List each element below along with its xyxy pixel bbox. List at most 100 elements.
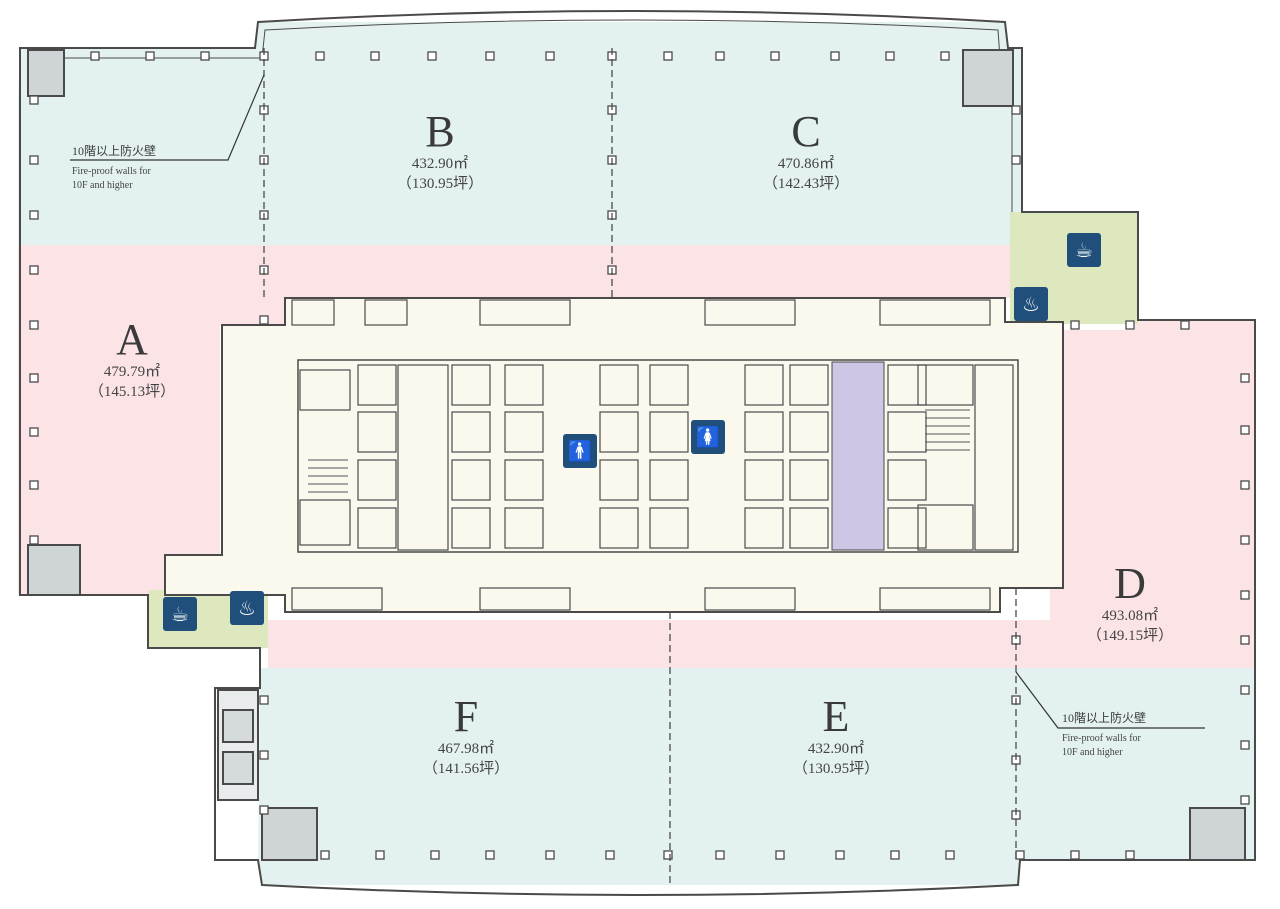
core-cell xyxy=(649,507,689,549)
leader-bottom xyxy=(1015,671,1205,729)
unit-b-label: B 432.90㎡ （130.95坪） xyxy=(370,110,510,194)
core-cell xyxy=(599,459,639,501)
perimeter-column xyxy=(1240,685,1250,695)
perimeter-column xyxy=(1125,320,1135,330)
perimeter-column xyxy=(29,155,39,165)
perimeter-column xyxy=(29,480,39,490)
unit-b-id: B xyxy=(425,107,455,156)
perimeter-column xyxy=(1070,850,1080,860)
unit-a-tsubo: （145.13坪） xyxy=(88,384,176,400)
partitions xyxy=(263,48,1017,885)
core xyxy=(164,297,1064,613)
perimeter-column xyxy=(1240,425,1250,435)
core-cell xyxy=(649,364,689,406)
unit-f-id: F xyxy=(453,692,479,741)
perimeter-column xyxy=(259,695,269,705)
perimeter-column xyxy=(1011,105,1021,115)
unit-b-area: 432.90㎡ xyxy=(411,156,469,172)
unit-e-label: E 432.90㎡ （130.95坪） xyxy=(766,695,906,779)
perimeter-column xyxy=(1240,373,1250,383)
zone-d-pink xyxy=(268,320,1255,668)
unit-c-area: 470.86㎡ xyxy=(777,156,835,172)
perimeter-column xyxy=(29,265,39,275)
kitchenette-icon: ☕ xyxy=(1067,233,1101,267)
core-cell xyxy=(397,364,449,551)
elevator-shaft xyxy=(831,361,885,551)
perimeter-column xyxy=(1011,155,1021,165)
core-cell xyxy=(974,364,1014,551)
perimeter-column xyxy=(830,51,840,61)
core-cell xyxy=(744,459,784,501)
unit-a-id: A xyxy=(116,315,148,364)
unit-f-label: F 467.98㎡ （141.56坪） xyxy=(396,695,536,779)
core-cell xyxy=(649,411,689,453)
perimeter-column xyxy=(835,850,845,860)
firewall-note-bottom-en-1: Fire-proof walls for xyxy=(1062,733,1141,744)
core-cell xyxy=(504,459,544,501)
core-cell xyxy=(479,299,571,326)
core-cell xyxy=(299,499,351,546)
unit-e-id: E xyxy=(822,692,850,741)
core-cell xyxy=(291,299,335,326)
corner-column-tl xyxy=(27,49,65,97)
core-cell xyxy=(704,299,796,326)
core-cell xyxy=(744,507,784,549)
building-outline-inner xyxy=(29,19,1013,212)
core-cell xyxy=(887,459,927,501)
unit-d-area: 493.08㎡ xyxy=(1101,608,1159,624)
zone-a-pink xyxy=(18,245,1022,595)
core-cell xyxy=(479,587,571,611)
perimeter-column xyxy=(1240,535,1250,545)
stair-left xyxy=(308,459,348,493)
building-outline xyxy=(19,10,1256,896)
perimeter-column xyxy=(885,51,895,61)
unit-e-area: 432.90㎡ xyxy=(807,741,865,757)
restroom-female-icon: 🚺 xyxy=(691,420,725,454)
core-cell xyxy=(879,299,991,326)
core-cell xyxy=(451,507,491,549)
core-cell xyxy=(357,459,397,501)
core-cell xyxy=(744,364,784,406)
firewall-note-bottom: 10階以上防火壁 Fire-proof walls for 10F and hi… xyxy=(1062,710,1232,760)
perimeter-column xyxy=(259,750,269,760)
smoking-room-icon-bottom: ♨ xyxy=(230,591,264,625)
core-cell xyxy=(364,299,408,326)
perimeter-column xyxy=(430,850,440,860)
unit-c-tsubo: （142.43坪） xyxy=(762,176,850,192)
perimeter-column xyxy=(770,51,780,61)
perimeter-column xyxy=(545,51,555,61)
firewall-note-top-en-1: Fire-proof walls for xyxy=(72,166,151,177)
core-cell xyxy=(357,364,397,406)
unit-d-id: D xyxy=(1114,559,1146,608)
core-cell xyxy=(789,364,829,406)
corner-column-tr xyxy=(962,49,1014,107)
core-cell xyxy=(704,587,796,611)
core-cell xyxy=(789,411,829,453)
unit-a-area: 479.79㎡ xyxy=(103,364,161,380)
unit-f-tsubo: （141.56坪） xyxy=(422,761,510,777)
unit-c-id: C xyxy=(791,107,821,156)
unit-f-area: 467.98㎡ xyxy=(437,741,495,757)
unit-d-label: D 493.08㎡ （149.15坪） xyxy=(1060,562,1200,646)
perimeter-column xyxy=(485,850,495,860)
core-cell xyxy=(649,459,689,501)
core-cell xyxy=(917,364,974,406)
perimeter-column xyxy=(545,850,555,860)
unit-b-tsubo: （130.95坪） xyxy=(396,176,484,192)
kitchenette-icon-bottom: ☕ xyxy=(163,597,197,631)
perimeter-column xyxy=(29,320,39,330)
perimeter-column xyxy=(1240,795,1250,805)
core-cell xyxy=(879,587,991,611)
perimeter-column xyxy=(605,850,615,860)
core-cell xyxy=(599,507,639,549)
core-cell xyxy=(357,507,397,549)
core-cell xyxy=(744,411,784,453)
perimeter-column xyxy=(663,51,673,61)
core-cell xyxy=(504,507,544,549)
core-cell xyxy=(917,504,974,551)
zone-b-c-blue xyxy=(18,22,1022,245)
firewall-note-top-en-2: 10F and higher xyxy=(72,180,133,191)
perimeter-column xyxy=(29,373,39,383)
perimeter-column xyxy=(29,535,39,545)
